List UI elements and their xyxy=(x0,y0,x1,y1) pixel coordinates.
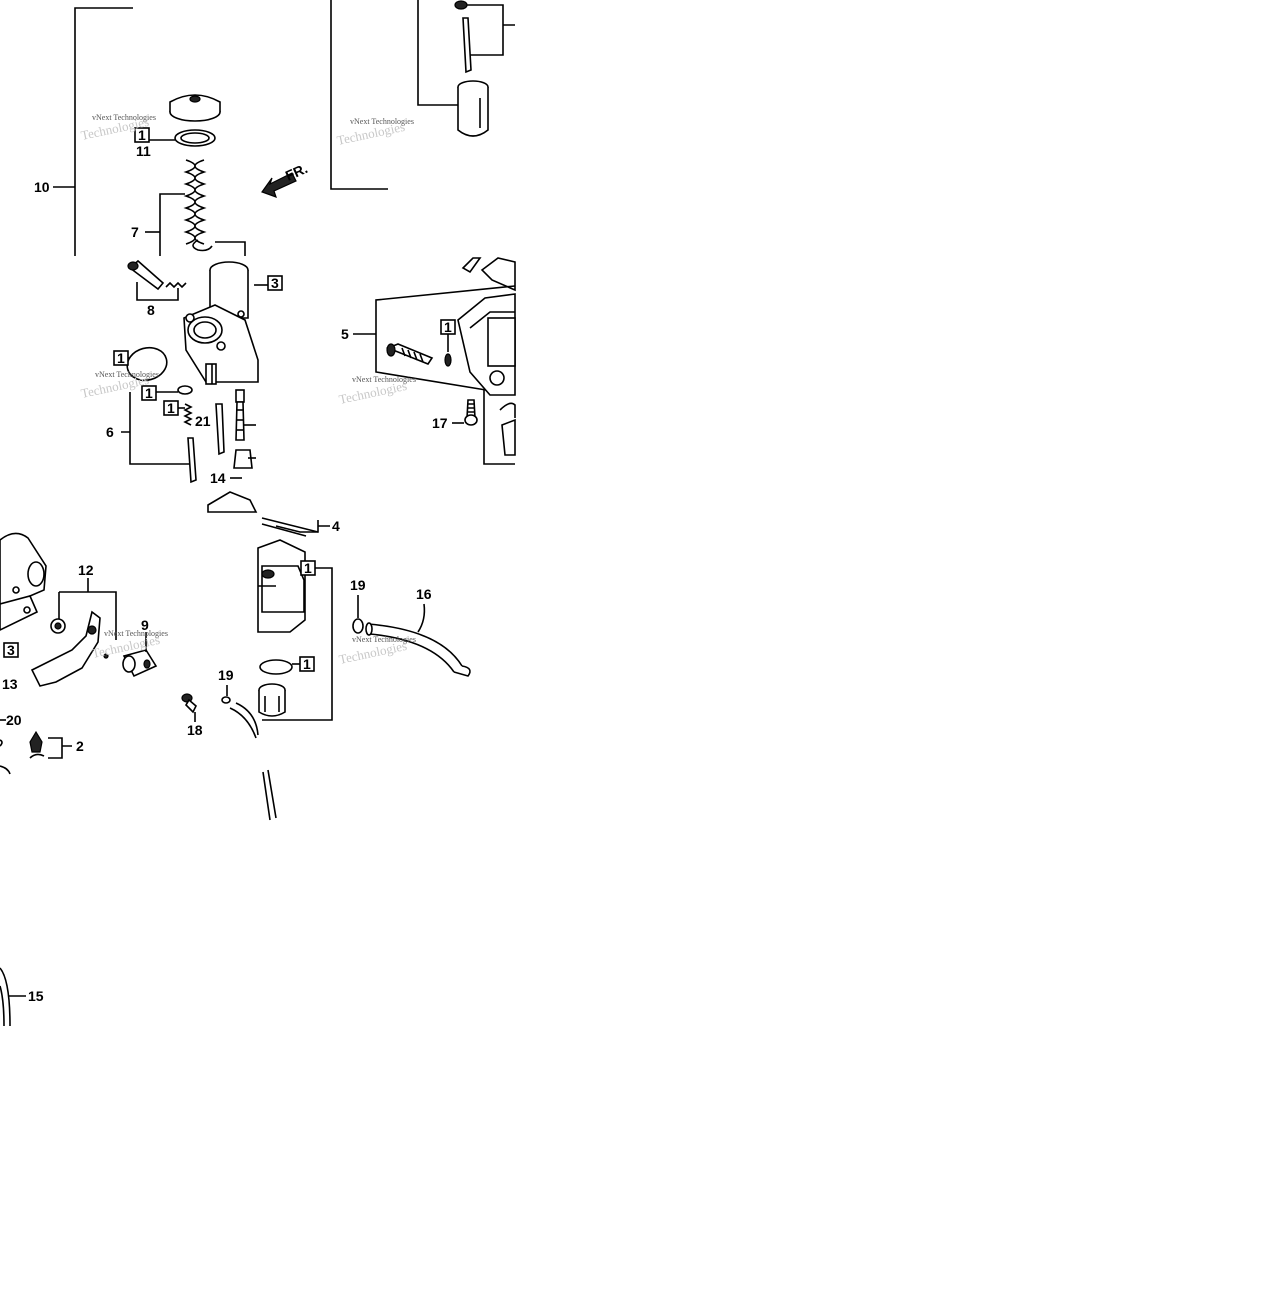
svg-text:vNext Technologies: vNext Technologies xyxy=(352,635,416,644)
callout-15: 15 xyxy=(28,988,44,1004)
panel-bottom-middle: 4 1 1 19 16 vNext Tech xyxy=(257,517,471,721)
svg-text:19: 19 xyxy=(350,577,366,593)
hose-clip-19 xyxy=(221,696,231,704)
svg-text:1: 1 xyxy=(145,385,153,401)
callout-10: 10 xyxy=(34,179,50,195)
throttle-valve xyxy=(457,80,489,137)
jet-needle xyxy=(462,17,472,74)
panel-top-left: 10 1 11 7 FR. vNext Technologies Technol xyxy=(34,7,310,256)
bracket-main xyxy=(330,0,388,190)
svg-text:1: 1 xyxy=(117,350,125,366)
callout-19: 19 xyxy=(218,667,234,683)
callout-17: 17 xyxy=(432,415,448,431)
needle-clip xyxy=(192,239,213,252)
callout-6: 6 xyxy=(106,424,114,440)
callout-11: 11 xyxy=(136,143,151,159)
screw-8 xyxy=(127,259,187,291)
o-ring-small xyxy=(177,385,193,395)
direction-label: FR. xyxy=(283,160,310,184)
overflow-hose-16 xyxy=(365,622,471,677)
vent-tube xyxy=(229,707,257,739)
screw-17 xyxy=(464,399,478,426)
fuel-tube-15 xyxy=(0,967,11,1027)
gasket-4-line xyxy=(261,517,319,533)
bracket-12 xyxy=(59,578,117,640)
svg-text:vNext Technologies: vNext Technologies xyxy=(95,370,159,379)
pilot-screw xyxy=(187,437,197,484)
carb-top-cap xyxy=(169,94,221,122)
screw-18 xyxy=(181,693,197,714)
drain-part xyxy=(501,418,516,456)
main-jet-assembly xyxy=(233,389,256,469)
hose-clip-19b xyxy=(352,618,364,634)
callout-20: 20 xyxy=(6,712,22,728)
watermark: vNext Technologies xyxy=(92,113,156,122)
float-bowl xyxy=(257,539,306,633)
panel-tube-15: 15 xyxy=(0,967,44,1027)
adjust-screw xyxy=(385,343,434,365)
front-direction-arrow-icon: FR. xyxy=(261,160,310,198)
panel-middle-left: 8 3 1 1 1 6 xyxy=(80,259,283,513)
qty-box-1 xyxy=(134,127,150,143)
svg-text:1: 1 xyxy=(304,560,312,576)
callout-7: 7 xyxy=(131,224,139,240)
jet-needle-clip xyxy=(454,0,468,10)
svg-text:1: 1 xyxy=(303,656,311,672)
callout-18: 18 xyxy=(187,722,203,738)
lever-tip xyxy=(461,257,482,274)
svg-text:3: 3 xyxy=(7,642,15,658)
callout-8: 8 xyxy=(147,302,155,318)
bracket-5 xyxy=(353,285,516,391)
svg-text:1: 1 xyxy=(167,400,175,416)
panel-bottom-left: 3 13 20 12 9 2 xyxy=(0,532,277,821)
callout-2: 2 xyxy=(76,738,84,754)
callout-4: 4 xyxy=(332,518,340,534)
bowl-o-ring xyxy=(259,659,293,675)
svg-text:vNext Technologies: vNext Technologies xyxy=(352,375,416,384)
collar-9 xyxy=(122,649,158,678)
callout-5: 5 xyxy=(341,326,349,342)
qty-box-3 xyxy=(267,275,283,291)
float-edge xyxy=(207,491,258,513)
jet-21 xyxy=(215,403,225,456)
callout-12: 12 xyxy=(78,562,94,578)
callout-9: 9 xyxy=(141,617,149,633)
svg-text:vNext Technologies: vNext Technologies xyxy=(104,629,168,638)
callout-16: 16 xyxy=(416,586,432,602)
svg-text:1: 1 xyxy=(138,127,146,143)
carburetor-body xyxy=(183,261,259,385)
panel-top-middle: vNext Technologies Technologies xyxy=(330,0,515,190)
callout-13: 13 xyxy=(2,676,18,692)
o-ring xyxy=(126,346,168,382)
svg-text:1: 1 xyxy=(444,319,452,335)
choke-body-fragment xyxy=(0,532,47,631)
o-ring-tiny xyxy=(444,353,452,367)
callout-21: 21 xyxy=(195,413,211,429)
spring-6 xyxy=(183,403,193,426)
panel-middle-right: 5 1 17 vNext Technologies Technolo xyxy=(338,257,516,465)
clip-2 xyxy=(29,730,45,759)
choke-lever xyxy=(30,610,101,687)
drain-plug xyxy=(258,683,286,717)
bracket-7 xyxy=(159,193,185,256)
float-chamber-body xyxy=(457,293,516,396)
callout-3: 3 xyxy=(271,275,279,291)
spring-7 xyxy=(183,159,207,245)
callout-14: 14 xyxy=(210,470,226,486)
svg-text:vNext Technologies: vNext Technologies xyxy=(350,117,414,126)
bracket-10 xyxy=(74,7,133,256)
bracket-6 xyxy=(121,392,190,465)
